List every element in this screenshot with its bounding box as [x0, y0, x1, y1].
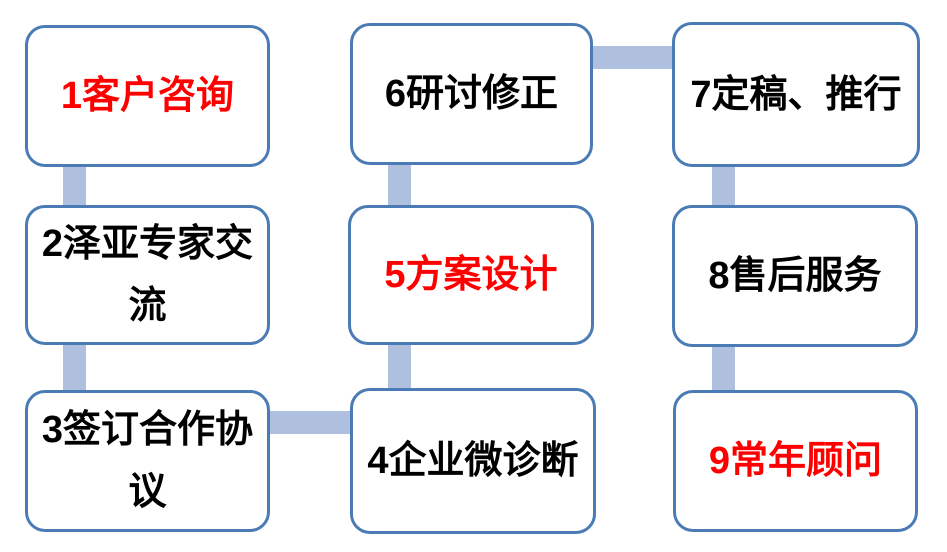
flow-step-9-label: 9常年顾问	[708, 440, 883, 482]
flow-step-1-label: 1客户咨询	[60, 75, 235, 117]
connector-step5-step6	[388, 161, 411, 208]
connector-step1-step2	[63, 163, 86, 209]
connector-step6-step7	[589, 46, 676, 69]
connector-step4-step5	[388, 341, 411, 391]
flow-step-2: 2泽亚专家交流	[25, 205, 270, 345]
flow-step-8-label: 8售后服务	[708, 255, 882, 297]
flow-step-7-label: 7定稿、推行	[690, 73, 902, 116]
flow-step-6: 6研讨修正	[350, 23, 593, 165]
flow-step-5-label: 5方案设计	[384, 254, 558, 296]
flow-step-4: 4企业微诊断	[350, 388, 596, 534]
flow-step-5: 5方案设计	[348, 205, 594, 345]
connector-step3-step4	[266, 411, 354, 434]
flow-step-6-label: 6研讨修正	[384, 73, 559, 115]
flow-step-9: 9常年顾问	[673, 390, 918, 532]
flow-step-2-label: 2泽亚专家交流	[41, 223, 254, 327]
flow-step-8: 8售后服务	[672, 205, 918, 347]
flow-step-3-label: 3签订合作协议	[41, 409, 254, 513]
flow-step-1: 1客户咨询	[25, 25, 270, 167]
flow-step-7: 7定稿、推行	[672, 22, 920, 167]
connector-step2-step3	[63, 341, 86, 393]
flow-step-4-label: 4企业微诊断	[367, 440, 579, 482]
connector-step8-step9	[712, 343, 735, 393]
connector-step7-step8	[712, 163, 735, 209]
flow-step-3: 3签订合作协议	[25, 390, 270, 532]
